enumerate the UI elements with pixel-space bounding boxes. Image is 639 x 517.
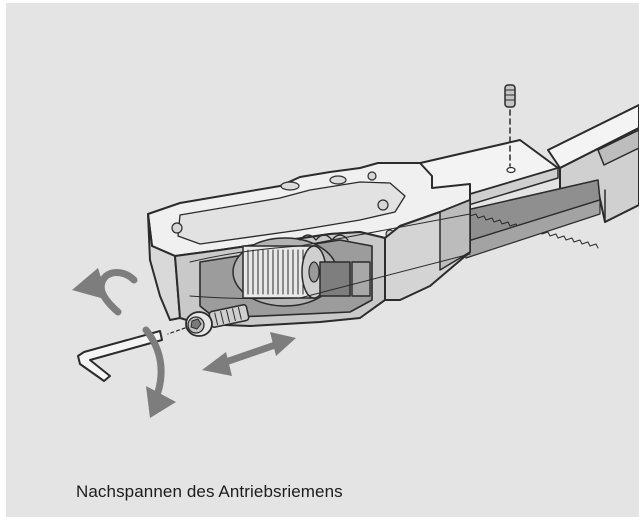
- set-screw: [504, 84, 516, 167]
- adjust-arrow-icon: [202, 332, 296, 376]
- adjustment-bolt: [185, 304, 250, 337]
- guide-line: [167, 327, 186, 335]
- figure-caption: Nachspannen des Antriebsriemens: [76, 482, 343, 501]
- pulley: [189, 213, 471, 307]
- drive-belt: [457, 179, 601, 259]
- rotate-arrow-icon: [72, 268, 176, 418]
